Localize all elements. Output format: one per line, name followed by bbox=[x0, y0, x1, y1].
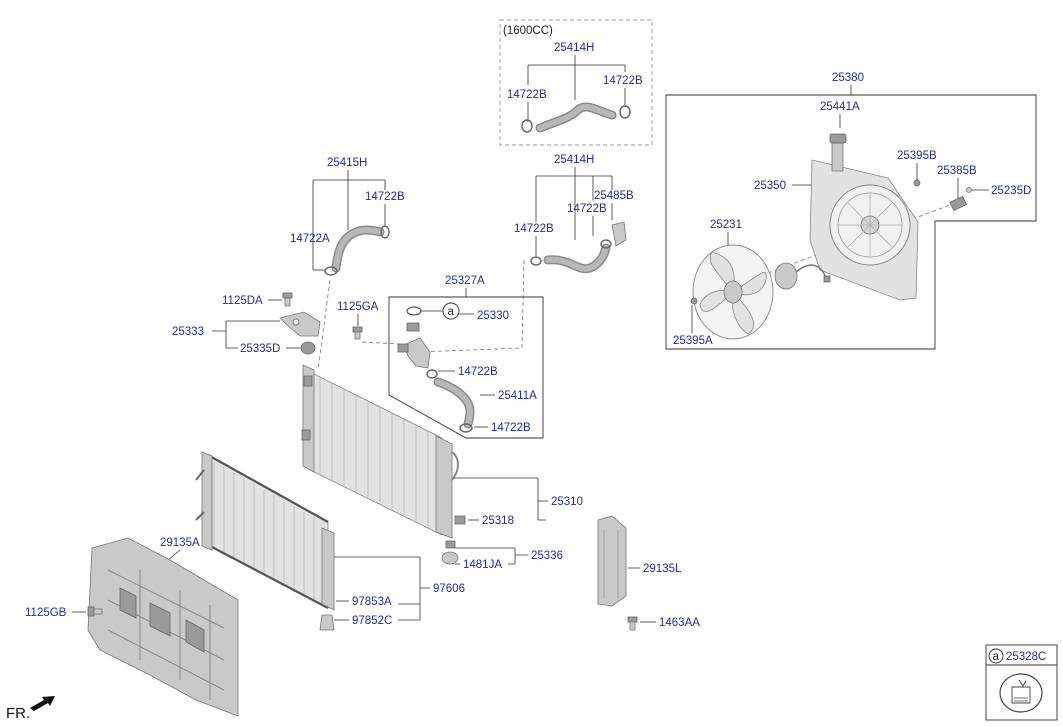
caution-label-box: a 25328C bbox=[985, 644, 1058, 721]
fitting-25485B bbox=[611, 221, 627, 247]
filler-neck bbox=[397, 337, 431, 369]
label-25414H-variant[interactable]: 25414H bbox=[554, 42, 594, 54]
screw-25395A bbox=[690, 297, 698, 305]
clamp-14722B-variant-right bbox=[619, 105, 631, 119]
insulator-25336 bbox=[441, 540, 459, 565]
clip-1463AA bbox=[627, 616, 638, 631]
insulator-97852C bbox=[319, 614, 335, 631]
hose-25414H bbox=[543, 243, 611, 274]
insulator-25335D bbox=[300, 341, 316, 355]
hose-25414H-variant bbox=[535, 102, 617, 133]
label-25330[interactable]: 25330 bbox=[477, 310, 509, 322]
dash-lower-hose bbox=[417, 259, 525, 353]
label-1125GA[interactable]: 1125GA bbox=[337, 301, 379, 313]
label-14722B-variant-left[interactable]: 14722B bbox=[507, 89, 547, 101]
leader-29135A bbox=[167, 549, 181, 561]
connector-25235D bbox=[966, 187, 972, 193]
dash-1125GA bbox=[361, 341, 401, 345]
leader-14722B-variant bbox=[527, 88, 626, 122]
bolt-1125GB bbox=[87, 606, 103, 617]
label-25395A[interactable]: 25395A bbox=[673, 335, 713, 347]
clamp-14722B-variant-left bbox=[521, 119, 533, 133]
label-25336[interactable]: 25336 bbox=[531, 550, 563, 562]
label-25380[interactable]: 25380 bbox=[832, 72, 864, 84]
leader-97606 bbox=[334, 556, 430, 621]
screw-25395B bbox=[913, 179, 921, 187]
clamp-14722B-sub-lower bbox=[459, 423, 473, 433]
circle-a-caution-letter: a bbox=[993, 651, 1000, 663]
label-97852C[interactable]: 97852C bbox=[352, 615, 392, 627]
circle-a-ref-letter: a bbox=[448, 306, 455, 318]
leader-25414H bbox=[535, 167, 613, 240]
clamp-14722B-upper bbox=[380, 225, 390, 239]
label-25414H[interactable]: 25414H bbox=[554, 154, 594, 166]
label-25385B[interactable]: 25385B bbox=[937, 165, 977, 177]
resistor-25385B bbox=[949, 195, 967, 212]
label-14722B-variant-right[interactable]: 14722B bbox=[603, 75, 643, 87]
radiator-25310 bbox=[301, 364, 459, 539]
label-1481JA[interactable]: 1481JA bbox=[463, 559, 502, 571]
bolt-1125GA bbox=[352, 326, 363, 340]
drain-plug-25318 bbox=[454, 515, 466, 525]
hose-25411A bbox=[433, 377, 475, 429]
label-25485B[interactable]: 25485B bbox=[594, 190, 634, 202]
label-14722B-upper[interactable]: 14722B bbox=[365, 191, 405, 203]
label-14722A[interactable]: 14722A bbox=[290, 233, 330, 245]
label-29135L[interactable]: 29135L bbox=[643, 563, 682, 575]
label-25310[interactable]: 25310 bbox=[551, 496, 583, 508]
label-29135A[interactable]: 29135A bbox=[160, 537, 200, 549]
clamp-14722B-lower-left bbox=[530, 256, 542, 266]
fan-blade-25231 bbox=[692, 244, 774, 340]
front-arrow-icon bbox=[30, 696, 55, 711]
label-14722B-sub-upper[interactable]: 14722B bbox=[458, 366, 498, 378]
fan-assembly-box bbox=[665, 94, 1037, 350]
label-25333[interactable]: 25333 bbox=[172, 326, 204, 338]
label-1463AA[interactable]: 1463AA bbox=[659, 617, 700, 629]
label-14722B-lower-right[interactable]: 14722B bbox=[567, 203, 607, 215]
label-14722B-lower-left[interactable]: 14722B bbox=[514, 223, 554, 235]
variant-box-title: (1600CC) bbox=[503, 25, 553, 37]
label-1125GB[interactable]: 1125GB bbox=[25, 607, 67, 619]
label-25335D[interactable]: 25335D bbox=[240, 343, 280, 355]
front-marker-text: FR. bbox=[6, 705, 30, 722]
hose-25415H bbox=[331, 225, 385, 273]
air-guard-29135A bbox=[87, 537, 239, 717]
label-14722B-sub-lower[interactable]: 14722B bbox=[491, 422, 531, 434]
label-25395B[interactable]: 25395B bbox=[897, 150, 937, 162]
label-97853A[interactable]: 97853A bbox=[352, 596, 392, 608]
o-ring-25330 bbox=[406, 306, 422, 316]
label-25415H[interactable]: 25415H bbox=[327, 157, 367, 169]
leader-25310 bbox=[453, 477, 548, 521]
fan-shroud-25350 bbox=[809, 133, 919, 301]
label-25328C[interactable]: 25328C bbox=[1006, 651, 1046, 663]
air-guard-29135L bbox=[597, 515, 627, 607]
leader-25336 bbox=[455, 547, 528, 565]
label-25318[interactable]: 25318 bbox=[482, 515, 514, 527]
cap-25330 bbox=[406, 322, 420, 332]
label-25231[interactable]: 25231 bbox=[710, 219, 742, 231]
condenser-97606 bbox=[195, 451, 335, 611]
label-25327A[interactable]: 25327A bbox=[445, 275, 485, 287]
label-25441A[interactable]: 25441A bbox=[820, 101, 860, 113]
hose-subassembly-box bbox=[388, 296, 544, 439]
leader-circle-a bbox=[420, 310, 474, 315]
label-25350[interactable]: 25350 bbox=[754, 180, 786, 192]
label-25411A[interactable]: 25411A bbox=[498, 390, 537, 402]
leader-25415H bbox=[312, 170, 386, 270]
leader-25333 bbox=[212, 320, 280, 349]
label-1125DA[interactable]: 1125DA bbox=[222, 295, 263, 307]
circle-a-caution bbox=[988, 648, 1004, 664]
bolt-1125DA bbox=[282, 292, 293, 307]
fan-motor bbox=[774, 262, 831, 290]
bracket-25333 bbox=[279, 311, 321, 337]
dash-upper-hose bbox=[317, 279, 331, 371]
clamp-14722B-sub-upper bbox=[426, 369, 438, 379]
label-97606[interactable]: 97606 bbox=[433, 583, 465, 595]
variant-box-1600cc bbox=[499, 19, 653, 146]
clamp-14722A bbox=[324, 266, 338, 276]
clamp-14722B-lower-right bbox=[600, 239, 612, 249]
label-25235D[interactable]: 25235D bbox=[991, 185, 1031, 197]
leader-25414H-variant bbox=[527, 55, 626, 100]
